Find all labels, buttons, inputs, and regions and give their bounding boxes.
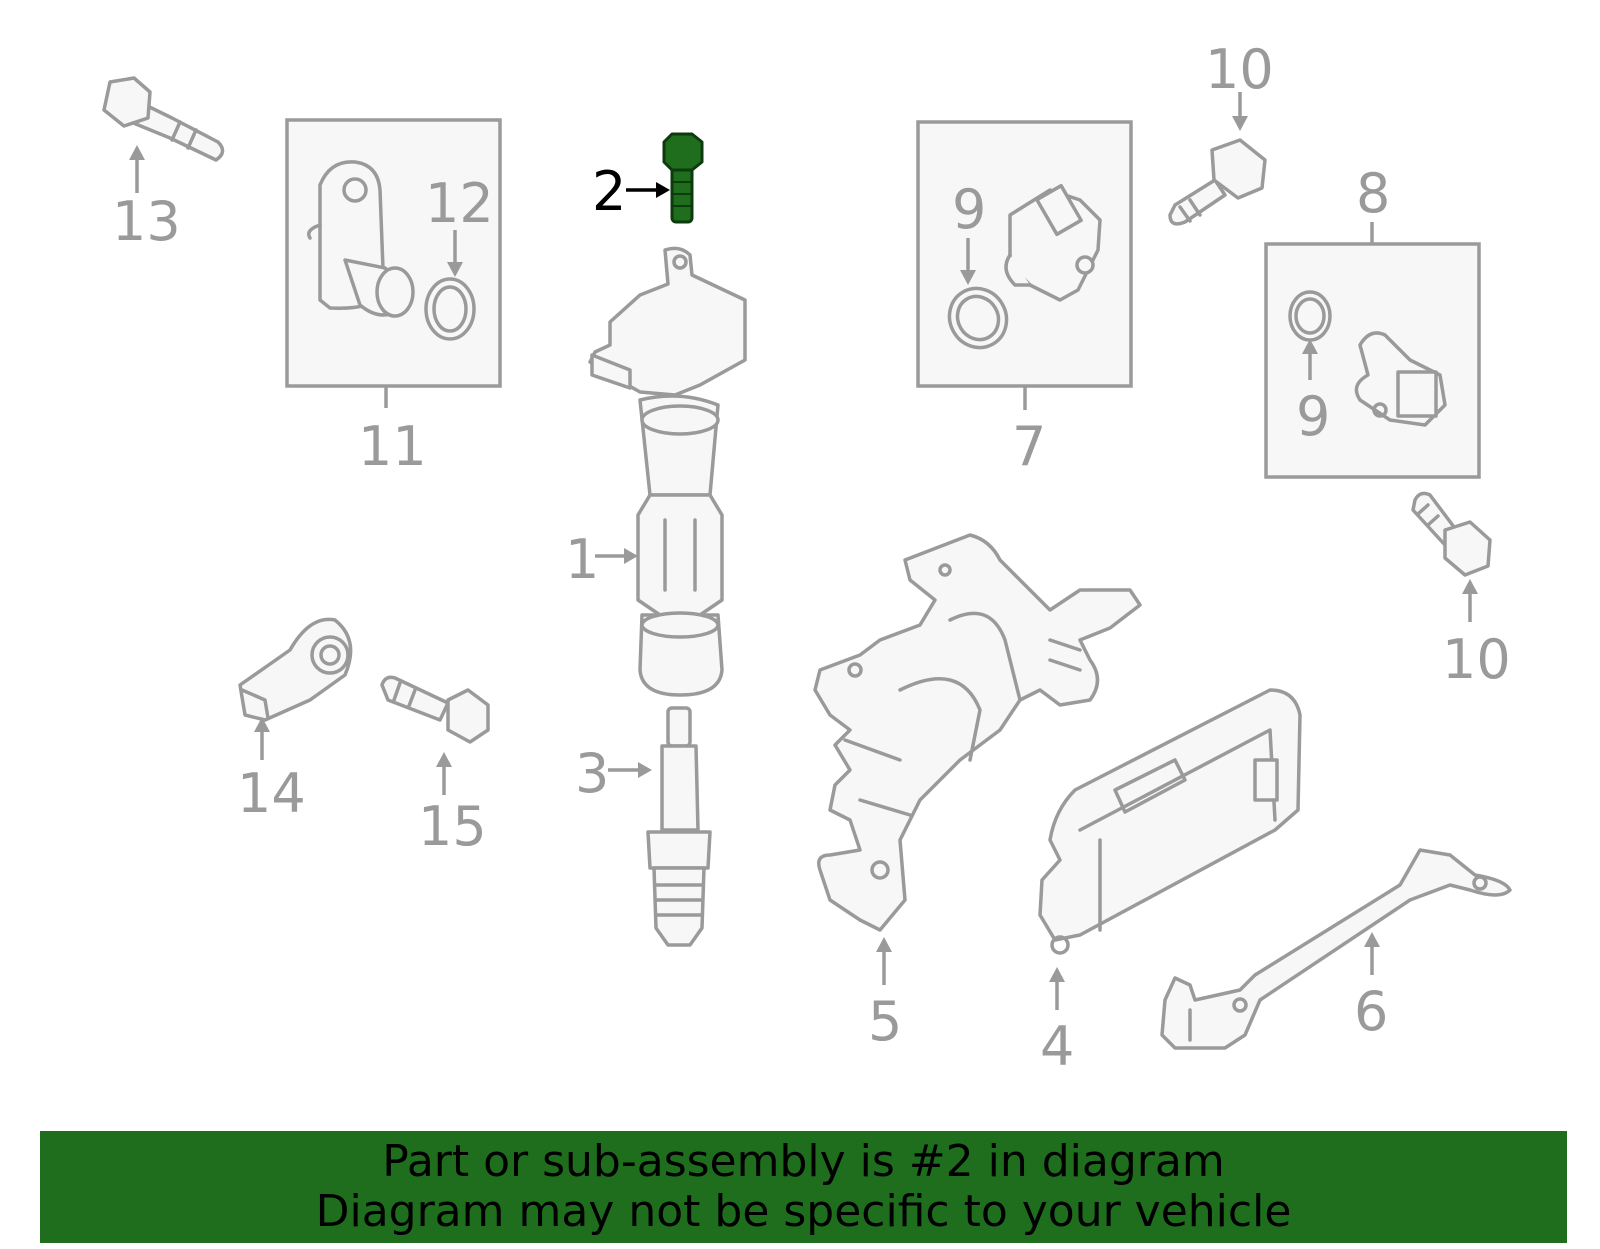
callout-12: 12 [425,172,494,277]
svg-text:12: 12 [425,172,494,235]
callout-6: 6 [1354,932,1388,1043]
svg-text:5: 5 [868,990,902,1053]
part-11-sensor[interactable] [307,160,415,318]
callout-14: 14 [237,717,306,825]
info-banner: Part or sub-assembly is #2 in diagram Di… [40,1131,1567,1243]
callout-4: 4 [1040,967,1074,1078]
frame-7: 7 [916,120,1133,478]
svg-text:3: 3 [575,742,609,805]
svg-text:9: 9 [1296,385,1330,448]
svg-text:8: 8 [1356,162,1390,225]
svg-text:15: 15 [418,795,487,858]
part-8-sensor[interactable] [1354,331,1447,427]
svg-text:4: 4 [1040,1015,1074,1078]
svg-text:11: 11 [358,415,427,478]
part-12-oring[interactable] [424,277,476,341]
part-14-knock-sensor[interactable] [238,617,353,722]
part-5-bracket[interactable] [813,533,1142,932]
svg-text:1: 1 [565,528,599,591]
callout-15: 15 [418,752,487,858]
part-13-bolt[interactable] [102,76,225,162]
callout-10b: 10 [1442,579,1511,691]
svg-text:14: 14 [237,762,306,825]
callout-9a: 9 [952,178,986,285]
svg-text:13: 13 [112,190,181,253]
banner-background [40,1131,1567,1243]
callout-2: 2 [592,160,670,223]
callout-10a: 10 [1205,38,1274,131]
part-9-oring-b[interactable] [1288,290,1332,342]
svg-text:6: 6 [1354,980,1388,1043]
banner-line-2: Diagram may not be specific to your vehi… [315,1186,1292,1237]
part-2-bolt-highlighted[interactable] [662,132,704,224]
part-6-strap[interactable] [1160,848,1512,1050]
part-15-bolt[interactable] [380,675,490,744]
svg-text:9: 9 [952,178,986,241]
part-4-ecu-module[interactable] [1038,688,1302,955]
part-1-ignition-coil[interactable] [588,246,747,697]
part-9-oring-a[interactable] [939,278,1017,358]
part-10-bolt-lower[interactable] [1411,491,1492,577]
part-3-spark-plug[interactable] [646,706,712,947]
frame-11: 11 [285,118,502,478]
svg-text:2: 2 [592,160,626,223]
callout-9b: 9 [1296,339,1330,448]
svg-text:10: 10 [1205,38,1274,101]
callout-13: 13 [112,145,181,253]
banner-line-1: Part or sub-assembly is #2 in diagram [382,1136,1225,1187]
part-10-bolt-top[interactable] [1168,138,1267,226]
part-7-sensor[interactable] [1004,183,1102,302]
callout-3: 3 [575,742,652,805]
callout-1: 1 [565,528,638,591]
svg-text:7: 7 [1012,415,1046,478]
svg-text:10: 10 [1442,628,1511,691]
callout-5: 5 [868,937,902,1053]
